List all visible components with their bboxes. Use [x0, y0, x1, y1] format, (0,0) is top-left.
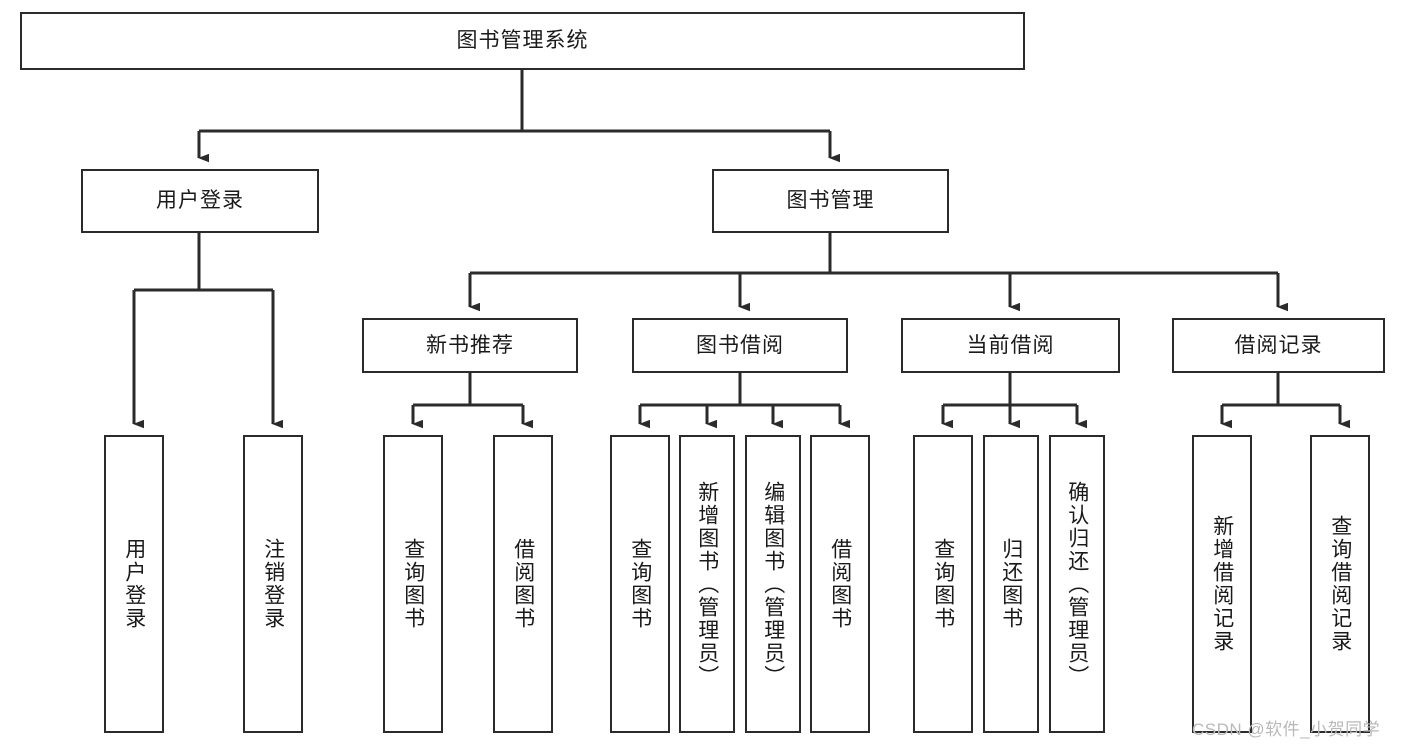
node-new-book-recommend[interactable]: 新书推荐 [362, 318, 578, 373]
leaf-edit-book-admin-label: 编辑图书（管理员） [761, 480, 785, 688]
leaf-query-book-recommend[interactable]: 查询图书 [383, 435, 443, 733]
leaf-borrow-book-label: 借阅图书 [828, 538, 852, 630]
leaf-confirm-return-admin-label: 确认归还（管理员） [1065, 480, 1089, 688]
node-new-book-recommend-label: 新书推荐 [426, 333, 514, 357]
leaf-add-book-admin-label: 新增图书（管理员） [695, 480, 719, 688]
leaf-borrow-book-recommend[interactable]: 借阅图书 [493, 435, 553, 733]
leaf-edit-book-admin[interactable]: 编辑图书（管理员） [745, 435, 801, 733]
leaf-return-book-label: 归还图书 [999, 538, 1023, 630]
node-book-borrow[interactable]: 图书借阅 [632, 318, 848, 373]
leaf-query-borrow-record[interactable]: 查询借阅记录 [1310, 435, 1370, 733]
leaf-query-borrow-record-label: 查询借阅记录 [1328, 515, 1352, 653]
leaf-query-book-borrow-label: 查询图书 [628, 538, 652, 630]
node-root-label: 图书管理系统 [456, 29, 589, 53]
leaf-add-borrow-record-label: 新增借阅记录 [1210, 515, 1234, 653]
node-current-borrow-label: 当前借阅 [966, 333, 1055, 357]
leaf-user-login[interactable]: 用户登录 [104, 435, 164, 733]
node-root[interactable]: 图书管理系统 [20, 12, 1025, 70]
leaf-logout-label: 注销登录 [261, 538, 285, 630]
node-borrow-record-label: 借阅记录 [1234, 333, 1323, 357]
watermark: CSDN @软件_小贺同学 [1192, 720, 1381, 739]
node-book-management-label: 图书管理 [786, 189, 875, 213]
leaf-query-book-current[interactable]: 查询图书 [913, 435, 973, 733]
leaf-query-book-borrow[interactable]: 查询图书 [610, 435, 670, 733]
leaf-return-book[interactable]: 归还图书 [983, 435, 1039, 733]
node-book-borrow-label: 图书借阅 [696, 333, 784, 357]
leaf-add-borrow-record[interactable]: 新增借阅记录 [1192, 435, 1252, 733]
node-book-management[interactable]: 图书管理 [712, 169, 949, 233]
leaf-confirm-return-admin[interactable]: 确认归还（管理员） [1049, 435, 1105, 733]
node-user-login-label: 用户登录 [156, 189, 244, 213]
node-current-borrow[interactable]: 当前借阅 [901, 318, 1120, 373]
node-user-login[interactable]: 用户登录 [81, 169, 319, 233]
leaf-query-book-current-label: 查询图书 [931, 538, 955, 630]
leaf-borrow-book-recommend-label: 借阅图书 [511, 538, 535, 630]
node-borrow-record[interactable]: 借阅记录 [1172, 318, 1385, 373]
leaf-add-book-admin[interactable]: 新增图书（管理员） [679, 435, 735, 733]
leaf-query-book-recommend-label: 查询图书 [401, 538, 425, 630]
leaf-borrow-book[interactable]: 借阅图书 [810, 435, 870, 733]
leaf-logout[interactable]: 注销登录 [243, 435, 303, 733]
leaf-user-login-label: 用户登录 [122, 538, 146, 630]
